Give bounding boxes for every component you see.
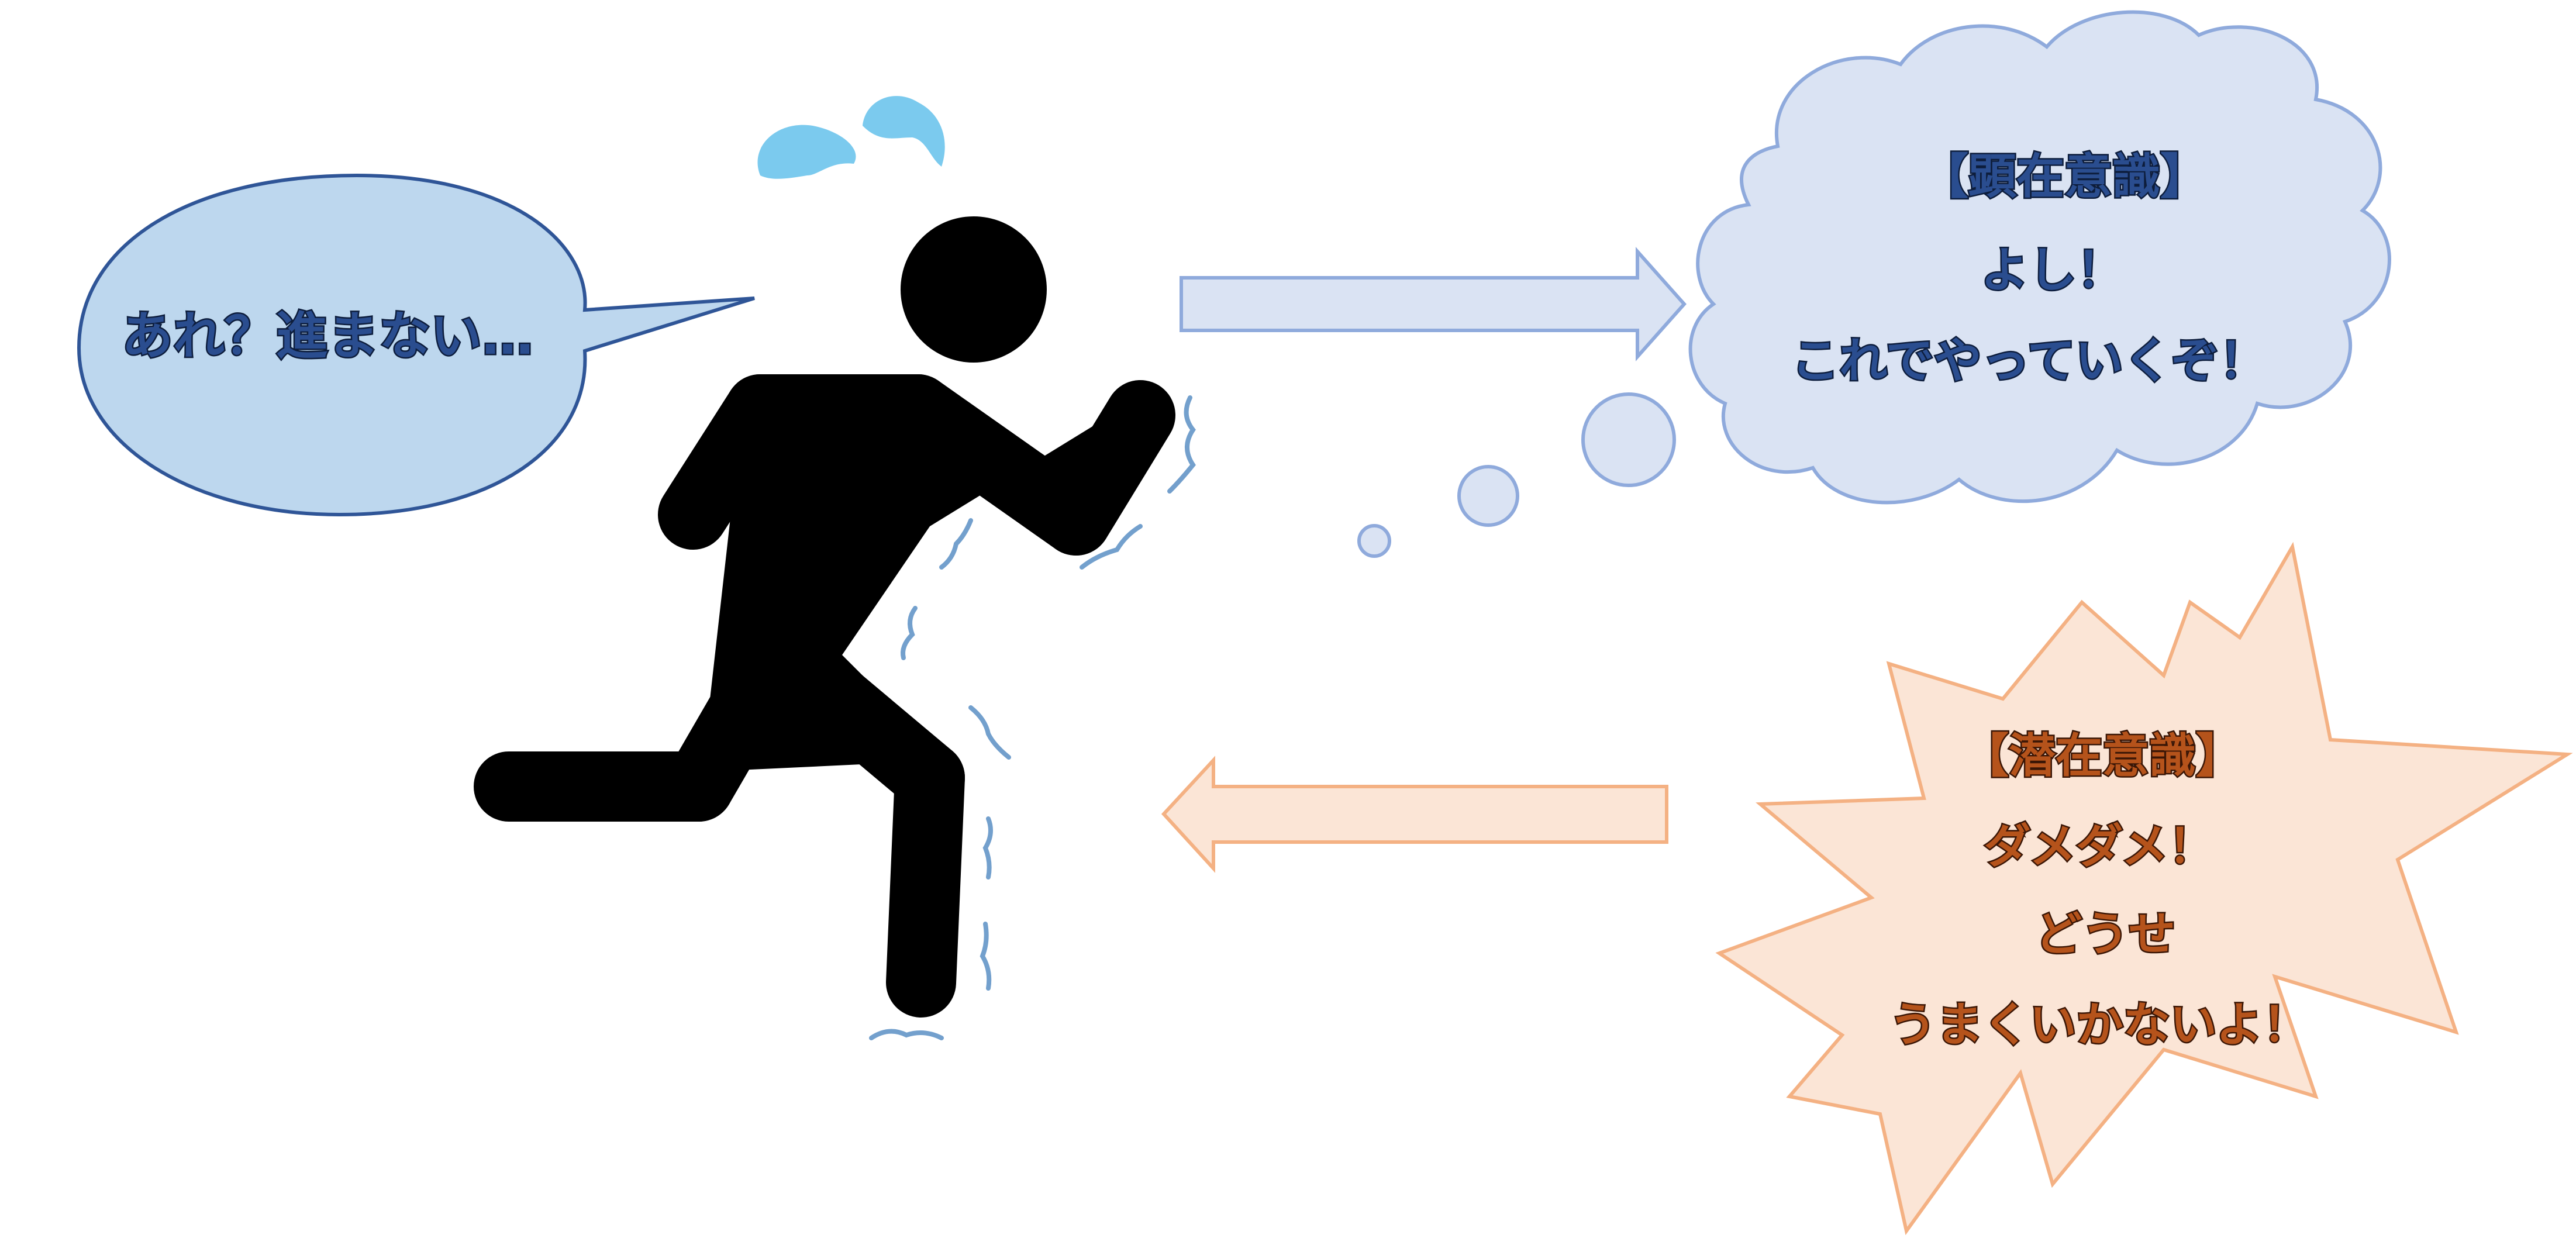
tremble-mark	[901, 606, 918, 660]
tremble-marks	[869, 395, 1196, 1040]
sweat-drop-left	[757, 125, 856, 179]
running-figure	[474, 216, 1175, 1018]
burst-shape	[1715, 542, 2573, 1236]
figure-front-arm-lower	[1041, 380, 1175, 556]
subconscious-burst: 【潜在意識】 ダメダメ！ どうせ うまくいかないよ！	[1715, 542, 2573, 1236]
conscious-cloud: 【顕在意識】 よし！ これでやっていくぞ！	[1357, 10, 2391, 558]
tremble-mark	[982, 816, 993, 880]
subconscious-title: 【潜在意識】	[1962, 729, 2243, 783]
tremble-mark	[980, 922, 992, 991]
subconscious-line4: うまくいかないよ！	[1889, 998, 2309, 1052]
cloud-shape	[1688, 10, 2391, 505]
figure-front-leg-lower	[886, 743, 965, 1018]
thought-dot-small	[1357, 524, 1391, 558]
tremble-mark	[869, 1029, 944, 1040]
subconscious-line2: ダメダメ！	[1984, 819, 2215, 874]
speech-bubble: あれ？進まない…	[77, 173, 755, 517]
tremble-mark	[968, 705, 1011, 760]
conscious-title: 【顕在意識】	[1920, 149, 2208, 205]
sweat-drops	[757, 96, 945, 179]
thought-dot-large	[1581, 392, 1676, 487]
subconscious-line3: どうせ	[2035, 907, 2175, 961]
arrow-right	[1180, 247, 1687, 361]
conscious-line2: よし！	[1981, 243, 2125, 298]
tremble-mark	[939, 518, 973, 570]
tremble-mark	[1167, 395, 1196, 494]
figure-head	[901, 216, 1047, 363]
speech-bubble-text: あれ？進まない…	[122, 306, 533, 366]
speech-bubble-shape	[77, 173, 755, 517]
tremble-mark	[1080, 524, 1143, 570]
conscious-line3: これでやっていくぞ！	[1791, 333, 2267, 389]
thought-dot-medium	[1457, 465, 1519, 527]
sweat-drop-right	[863, 96, 945, 167]
arrow-left	[1161, 756, 1668, 873]
